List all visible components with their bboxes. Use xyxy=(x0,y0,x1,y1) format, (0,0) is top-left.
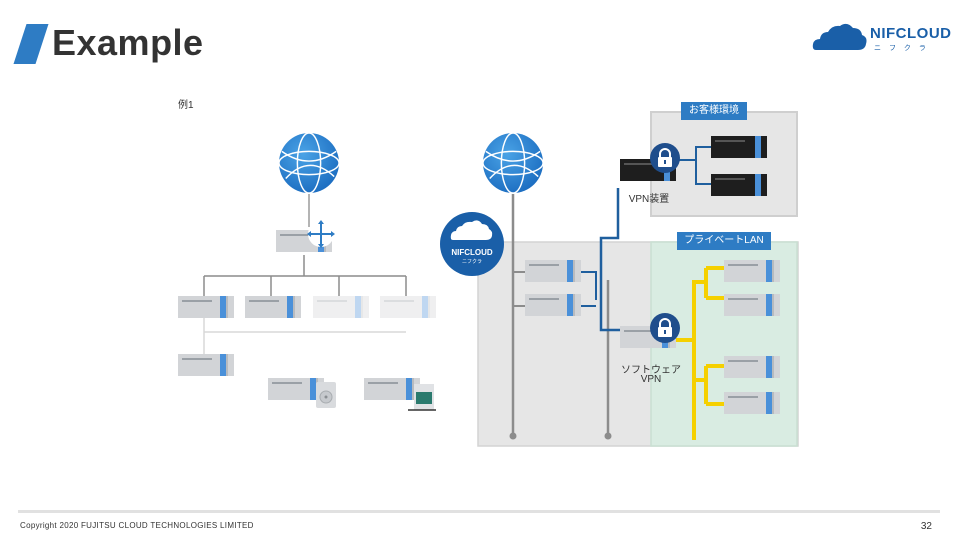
footer-divider xyxy=(18,510,940,513)
server-icon xyxy=(364,378,420,400)
server-icon xyxy=(245,296,301,318)
page-number: 32 xyxy=(920,521,932,532)
logo-wordmark: NIFCLOUD xyxy=(870,25,952,42)
server-icon xyxy=(268,378,324,400)
server-icon xyxy=(178,296,234,318)
server-icon xyxy=(525,294,581,316)
server-icon xyxy=(178,354,234,376)
router-arrows-icon xyxy=(307,220,335,248)
server-icon xyxy=(313,296,369,318)
software-vpn-label-line2: VPN xyxy=(640,374,662,385)
nifcloud-badge-icon xyxy=(440,212,504,276)
nifcloud-logo-icon xyxy=(812,23,867,50)
internet-globe-icon xyxy=(482,132,544,194)
lock-icon xyxy=(650,313,680,343)
private-lan-tag: プライベートLAN xyxy=(677,232,771,250)
nifcloud-badge-sub: ニフクラ xyxy=(461,259,482,265)
lock-icon xyxy=(650,143,680,173)
disk-icon xyxy=(316,382,336,408)
customer-server-icon xyxy=(711,136,767,158)
server-icon xyxy=(380,296,436,318)
nifcloud-badge-label: NIFCLOUD xyxy=(451,248,493,257)
internet-globe-icon xyxy=(278,132,340,194)
copyright-text: Copyright 2020 FUJITSU CLOUD TECHNOLOGIE… xyxy=(20,521,254,530)
logo-katakana: ニ フ ク ラ xyxy=(874,45,929,52)
page-title: Example xyxy=(52,22,204,63)
example-label: 例1 xyxy=(178,100,194,111)
lan-server-icon xyxy=(724,294,780,316)
server-icon xyxy=(525,260,581,282)
customer-server-icon xyxy=(711,174,767,196)
lan-server-icon xyxy=(724,392,780,414)
lan-server-icon xyxy=(724,260,780,282)
customer-environment-tag: お客様環境 xyxy=(681,102,747,120)
monitor-icon xyxy=(408,384,436,411)
vpn-device-label: VPN装置 xyxy=(628,194,670,205)
lan-server-icon xyxy=(724,356,780,378)
software-vpn-label: ソフトウェア xyxy=(621,365,681,376)
